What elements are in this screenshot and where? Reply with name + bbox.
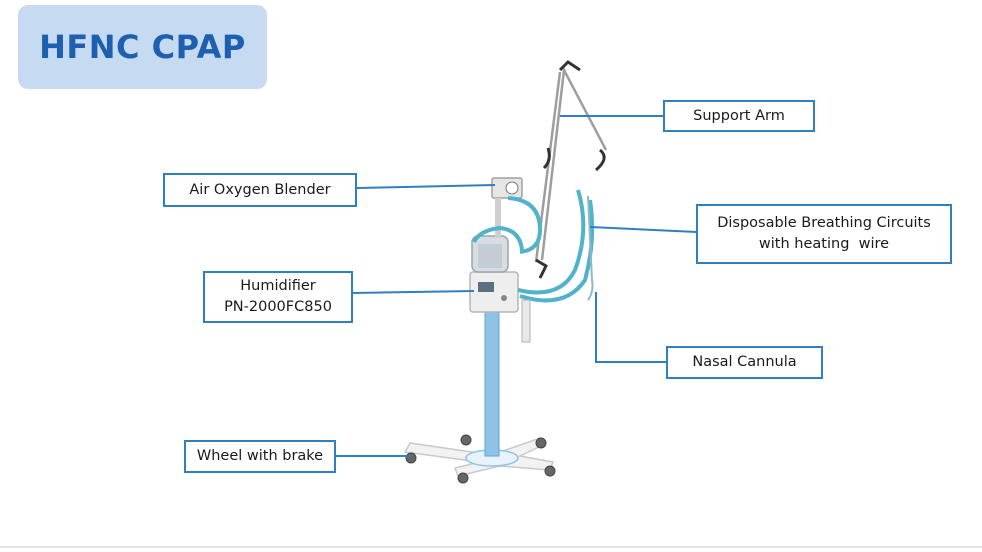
breathing-circuits-label-line1: Disposable Breathing Circuits	[717, 215, 931, 231]
support-arm-label-text: Support Arm	[693, 107, 785, 124]
leader-lines	[336, 115, 698, 457]
humidifier-label-line1: Humidifier	[240, 278, 316, 294]
breathing-circuits-label: Disposable Breathing Circuits with heati…	[696, 204, 952, 264]
water-chamber-tube	[521, 299, 531, 343]
support-arm-label: Support Arm	[663, 100, 815, 132]
humidifier-label-line2: PN-2000FC850	[224, 299, 332, 315]
breathing-circuit-tubes	[472, 189, 595, 303]
air-oxygen-blender-label: Air Oxygen Blender	[163, 173, 357, 207]
wheeled-base	[403, 434, 556, 484]
nasal-cannula-label: Nasal Cannula	[666, 346, 823, 379]
nasal-cannula-tube	[587, 195, 594, 301]
bottom-divider	[0, 546, 982, 548]
air-oxygen-blender-label-text: Air Oxygen Blender	[189, 181, 331, 198]
humidifier-unit	[469, 235, 519, 313]
page-title: HFNC CPAP	[39, 28, 246, 66]
humidifier-label: Humidifier PN-2000FC850	[203, 271, 353, 323]
pole	[484, 309, 500, 457]
wheel-with-brake-label-text: Wheel with brake	[196, 448, 324, 464]
wheel-with-brake-label: Wheel with brake	[184, 440, 336, 473]
air-oxygen-blender	[491, 177, 523, 238]
title-banner: HFNC CPAP	[18, 5, 267, 89]
nasal-cannula-label-text: Nasal Cannula	[692, 354, 797, 370]
support-arm	[534, 60, 608, 279]
breathing-circuits-label-line2: with heating wire	[758, 236, 890, 252]
